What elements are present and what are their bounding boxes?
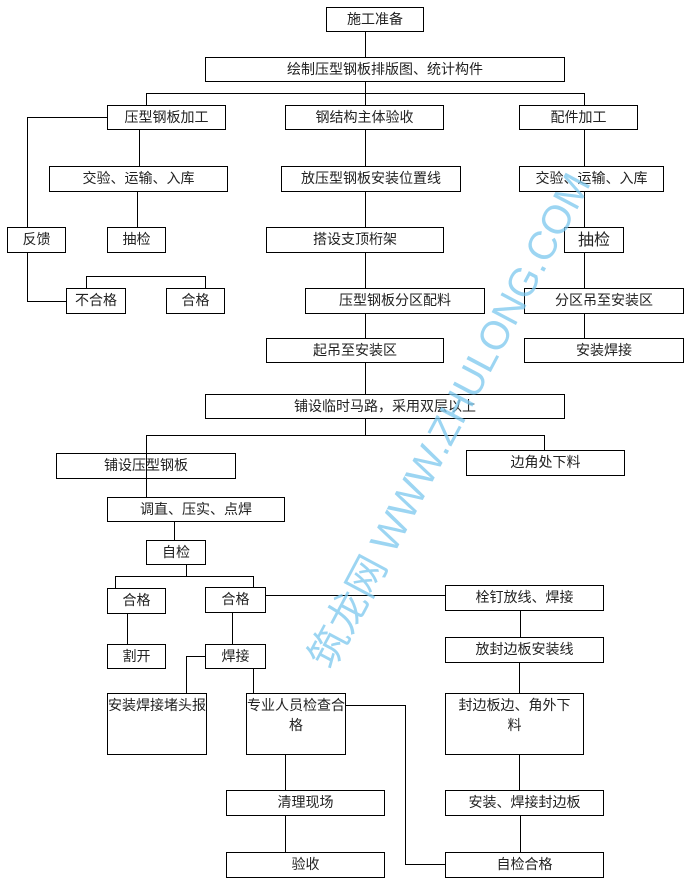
node-feedback: 反馈 [7, 227, 66, 253]
connector [27, 252, 28, 301]
connector [365, 31, 366, 57]
node-set-out-lines: 放压型钢板安装位置线 [281, 166, 461, 192]
connector [186, 656, 187, 693]
node-drawing: 绘制压型钢板排版图、统计构件 [205, 57, 565, 82]
connector [115, 576, 116, 588]
node-install-weld: 安装焊接 [524, 338, 684, 363]
connector [127, 613, 128, 644]
connector [285, 815, 286, 852]
node-handover-right: 交验、运输、入库 [519, 166, 664, 192]
connector [519, 754, 520, 790]
connector [405, 705, 406, 864]
node-weld: 焊接 [205, 644, 266, 669]
connector [584, 93, 585, 105]
node-handover-left: 交验、运输、入库 [49, 166, 228, 192]
node-qualified-top: 合格 [166, 288, 225, 314]
node-fittings-processing: 配件加工 [519, 105, 638, 130]
connector [146, 435, 147, 497]
node-sample-check-right: 抽检 [564, 227, 624, 253]
connector [27, 301, 66, 302]
connector [86, 276, 87, 288]
connector [174, 521, 175, 540]
connector [205, 276, 206, 288]
node-install-edge: 安装、焊接封边板 [445, 790, 604, 816]
node-cut-open: 割开 [107, 644, 166, 669]
node-zone-hoist: 分区吊至安装区 [524, 288, 684, 314]
node-self-check-ok: 自检合格 [445, 852, 604, 878]
node-edge-cut: 封边板边、角外下料 [445, 693, 584, 755]
connector [186, 656, 205, 657]
connector [146, 93, 147, 105]
node-temp-road: 铺设临时马路，采用双层以上 [205, 394, 565, 419]
node-prep: 施工准备 [326, 7, 424, 32]
connector [186, 564, 187, 576]
node-zone-material: 压型钢板分区配料 [305, 288, 485, 314]
connector [365, 129, 366, 394]
node-edge-line: 放封边板安装线 [445, 637, 604, 663]
node-lift-to-area: 起吊至安装区 [266, 338, 444, 363]
connector [365, 418, 366, 435]
connector [346, 705, 405, 706]
node-unqualified: 不合格 [66, 288, 126, 314]
node-deck-processing: 压型钢板加工 [107, 105, 226, 130]
node-straighten: 调直、压实、点焊 [107, 497, 285, 522]
connector [520, 610, 521, 637]
connector [544, 435, 545, 450]
connector [137, 191, 138, 227]
node-self-check: 自检 [146, 540, 206, 565]
node-end-plate: 安装焊接堵头报 [107, 693, 207, 755]
node-acceptance: 验收 [226, 852, 385, 878]
connector [86, 276, 205, 277]
node-qualified-b: 合格 [205, 587, 266, 613]
connector [253, 668, 254, 693]
connector [115, 576, 253, 577]
connector [146, 93, 584, 94]
node-erect-truss: 搭设支顶桁架 [266, 227, 444, 253]
connector [519, 662, 520, 693]
node-sample-check-left: 抽检 [107, 227, 166, 253]
connector [139, 129, 140, 166]
connector [266, 595, 445, 596]
connector [405, 864, 445, 865]
connector [285, 754, 286, 790]
node-expert-check: 专业人员检查合格 [246, 693, 346, 755]
connector [27, 117, 107, 118]
node-corner-cut: 边角处下料 [466, 450, 625, 476]
connector [232, 612, 233, 644]
node-steel-acceptance: 钢结构主体验收 [285, 105, 444, 130]
connector [253, 576, 254, 587]
node-stud-weld: 栓钉放线、焊接 [445, 585, 604, 611]
connector [146, 435, 544, 436]
node-qualified-a: 合格 [107, 588, 166, 614]
node-clean-site: 清理现场 [226, 790, 385, 816]
connector [520, 815, 521, 852]
connector [27, 117, 28, 227]
